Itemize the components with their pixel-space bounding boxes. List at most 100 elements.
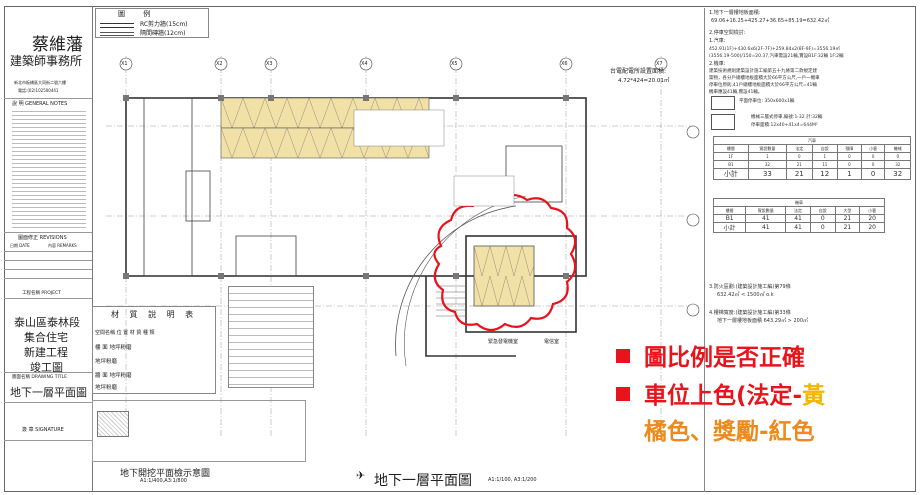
car-cell: 32 [884,168,911,180]
car-cell: 0 [860,152,886,161]
parking-flat-note: 平面停車位: 350x600x1輛 [739,99,795,104]
moto-cell: 21 [834,222,861,233]
moto-cell: 41 [785,214,811,223]
parking-moto-rule-3: 停車位原則,41戶總樓地板面積大於66平方公尺=41輛 [709,83,817,88]
parking-moto-rule-1: 建築技術規則建築設計施工編第五十九條第二款規定建 [709,69,817,74]
main-plan-scale: A1:1/100, A3:1/200 [488,477,537,483]
parking-moto-rule-4: 機車應設41輛,實設41輛。 [709,90,763,95]
moto-th: 自設 [809,206,836,215]
block-wall-symbol [100,32,134,36]
parking-moto-rule-2: 築物，各分戶總樓地板面積大於66平方公尺,一戶一機車 [709,76,820,81]
moto-cell: 0 [809,222,836,233]
fire-zone-value: 632.42㎡ < 1500㎡ o.k [717,292,774,298]
legend-box: 圖 例 RC剪力牆(15cm) 隔間磚牆(12cm) [95,8,209,38]
car-cell: 32 [747,160,788,169]
car-cell: 12 [811,168,838,180]
grid-label-x2: X2 [216,61,223,67]
annotation-text-2a: 車位上色(法定- [644,383,803,409]
moto-cell: 41 [745,214,787,223]
legend-block-wall: 隔間磚牆(12cm) [140,30,186,37]
car-cell: 0 [836,152,862,161]
stair-width-title: 4.樓梯寬度:(建築設計施工編)第33條 [709,310,791,316]
materials-title: 材 質 說 明 表 [111,310,198,319]
materials-row-1: 空間名稱 位 置 材 質 種 類 [95,330,155,336]
materials-row-5: 地坪粉磨 [95,385,118,391]
grid-label-x5: X5 [451,61,458,67]
legend-rc-wall: RC剪力牆(15cm) [140,21,188,28]
materials-row-2: 樓 面 地坪粉磨 [95,345,132,351]
bullet-square-icon [616,349,630,363]
car-th: 樓層 [713,144,749,153]
rc-wall-symbol [100,23,134,28]
parking-symbol-mech [711,114,735,130]
materials-row-3: 地坪粉磨 [95,359,118,365]
parking-car-calc-1: 452.91(1F)+430.6x6(2F-7F)+259.84x2(8F-9F… [709,47,840,52]
moto-table-title: 機車 [713,198,885,207]
parking-area-note: 停車面積:12x40+41x4=644M² [751,123,818,128]
room-label-telecom: 電信室 [544,339,560,345]
firm-name: 蔡維藩 [32,35,83,55]
moto-th: 實設數量 [745,206,787,215]
door-schedule [228,286,314,388]
moto-cell: 20 [859,214,885,223]
moto-cell: 21 [834,214,861,223]
car-th: 小客 [860,144,886,153]
parking-mech-note: 機械三層式停車,編號:1-32 計:32輛 [751,115,823,120]
excavation-plan-title: 地下開挖平面檢示意圖 [120,469,211,479]
area-title: 1.地下一層樓地板面積: [709,10,761,16]
north-arrow-icon: ✈ [356,469,366,482]
car-th: 殘障 [836,144,862,153]
car-cell: 1 [811,152,838,161]
project-name-line3: 新建工程 [24,346,68,359]
car-cell: 11 [811,160,838,169]
firm-address: 新北市板橋區大同街二號六樓 [14,80,66,85]
grid-label-x4: X4 [361,61,368,67]
title-block: 蔡維藩 建築師事務所 新北市板橋區大同街二號六樓 電話:(02)10250044… [4,6,93,492]
elec-note-line1: 台電配電所設置面積: [610,68,667,75]
drawing-title-label: 圖面名稱 DRAWING TITLE [12,375,67,380]
car-th: 機械 [884,144,911,153]
car-th: 法定 [786,144,813,153]
car-cell: 小計 [713,168,749,180]
materials-table: 材 質 說 明 表 空間名稱 位 置 材 質 種 類 樓 面 地坪粉磨 地坪粉磨… [92,306,216,394]
parking-car-calc-2: (3556.19-500)/150=20.37,汽車需設21輛,實設B1F:32… [709,54,844,59]
firm-subtitle: 建築師事務所 [10,54,83,68]
car-cell: 1F [713,152,749,161]
revisions-col-date: 日期 DATE [10,243,30,248]
car-th: 實設數量 [747,144,788,153]
moto-th: 大型 [834,206,861,215]
car-cell: 0 [860,168,886,180]
bullet-square-icon [616,387,630,401]
parking-moto-label: 2.機車: [709,61,726,67]
site-plan-thumbnail [92,400,306,462]
fire-zone-title: 3.防火區劃:(建築設計施工編)第79條 [709,284,791,290]
materials-row-4: 牆 面 地坪粉磨 [95,373,132,379]
revisions-title: 圖面修正 REVISIONS [18,235,67,241]
legend-title: 圖 例 [118,10,159,18]
car-cell: 1 [747,152,788,161]
grid-label-x6: X6 [561,61,568,67]
annotation-text-1: 圖比例是否正確 [644,345,805,371]
area-value: 69.06+16.25+425.27+36.65+85.19=632.42㎡ [711,18,830,24]
annotation-line-1: 圖比例是否正確 [616,338,805,372]
moto-cell: 41 [745,222,787,233]
annotation-line-2: 車位上色(法定-黃 [616,376,825,410]
project-label: 工程名稱 PROJECT [22,291,61,296]
elec-note-line2: 4.72*424=20.01㎡ [618,78,670,84]
firm-phone: 電話:(02)102500441 [18,88,59,93]
signature-label: 簽 章 SIGNATURE [22,427,64,433]
car-cell: 0 [860,160,886,169]
grid-label-x7: X7 [656,61,663,67]
moto-cell: 0 [809,214,836,223]
general-notes-body [12,108,86,228]
project-name-line4: 竣工圖 [30,361,63,374]
review-annotation: 圖比例是否正確 車位上色(法定-黃 橘色、獎勵-紅色 [616,324,916,492]
general-notes-title: 說 明 GENERAL NOTES [12,101,68,107]
car-cell: 0 [836,160,862,169]
drawing-title: 地下一層平面圖 [10,386,87,399]
moto-cell: 20 [859,222,885,233]
car-cell: 32 [884,160,911,169]
